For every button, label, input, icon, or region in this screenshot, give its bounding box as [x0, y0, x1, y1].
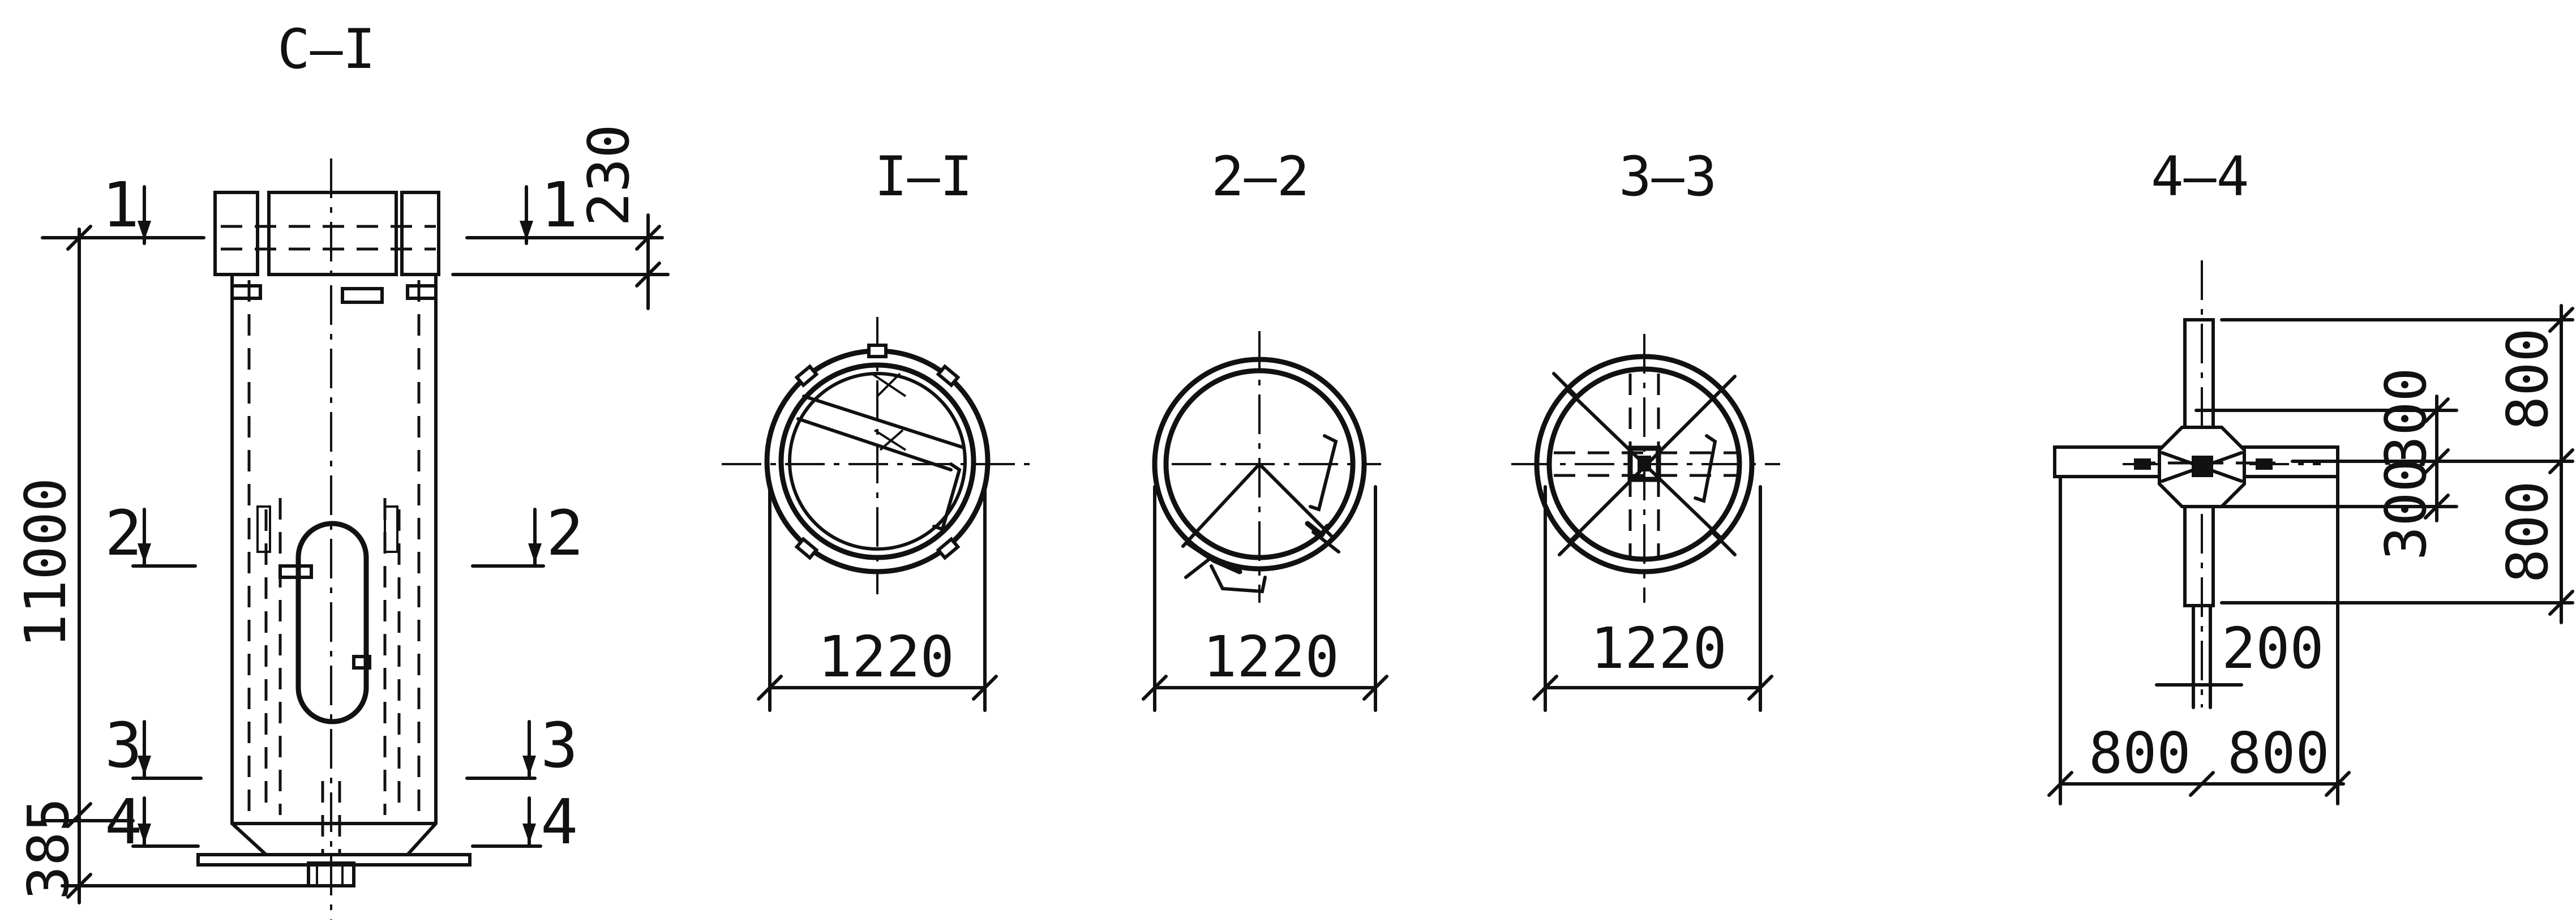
section-3-outer-ring	[1534, 354, 1755, 574]
elevation-view: C–I	[12, 18, 670, 920]
top-block-right	[400, 191, 440, 276]
top-block-center	[267, 191, 398, 276]
plan-v-bottom: 800	[2494, 481, 2561, 583]
svg-text:1: 1	[102, 169, 139, 241]
section-2-outer-ring	[1152, 357, 1367, 572]
svg-text:2: 2	[546, 497, 584, 569]
section-cut-3: 3 3	[105, 709, 578, 782]
section-1-inner-ring	[778, 362, 976, 560]
section-4-title: 4–4	[2151, 145, 2249, 208]
svg-text:385: 385	[15, 797, 82, 900]
svg-text:2: 2	[105, 497, 142, 569]
section-1-width: 1220	[818, 624, 954, 690]
section-3-inner-ring	[1546, 366, 1742, 562]
section-1-view: I–I 1220	[722, 145, 1036, 712]
dim-height: 11000 385	[12, 225, 310, 904]
svg-text:230: 230	[576, 124, 642, 226]
section-2-view: 2–2 1220	[1142, 145, 1388, 712]
svg-text:3: 3	[541, 709, 578, 782]
top-block-left	[213, 191, 259, 276]
plan-inner-top: 300	[2373, 367, 2439, 470]
base-plate	[307, 861, 355, 887]
plan-h-right: 800	[2227, 720, 2330, 786]
section-4-view: 4–4 300 300 800 800 2	[2047, 145, 2574, 805]
section-3-view: 3–3 1220	[1511, 145, 1780, 712]
svg-text:3: 3	[105, 709, 142, 782]
dim-top: 230	[451, 124, 670, 310]
section-cut-1: 1 1	[41, 169, 664, 245]
section-3-title: 3–3	[1619, 145, 1717, 208]
svg-text:11000: 11000	[12, 478, 79, 648]
section-cut-2: 2 2	[105, 497, 584, 569]
plan-v-top: 800	[2494, 328, 2561, 430]
section-3-width: 1220	[1591, 615, 1727, 681]
section-3-core	[1627, 445, 1661, 482]
plan-h-left: 800	[2089, 720, 2191, 786]
svg-text:1: 1	[541, 169, 578, 241]
manhole-opening	[295, 521, 369, 724]
plan-pad: 200	[2222, 615, 2324, 681]
section-2-inner-ring	[1163, 368, 1356, 560]
section-2-width: 1220	[1203, 624, 1339, 690]
svg-text:4: 4	[541, 786, 578, 858]
section-1-title: I–I	[875, 145, 972, 208]
elevation-title: C–I	[277, 18, 375, 81]
section-2-title: 2–2	[1211, 145, 1309, 208]
plan-inner-bottom: 300	[2373, 458, 2439, 560]
